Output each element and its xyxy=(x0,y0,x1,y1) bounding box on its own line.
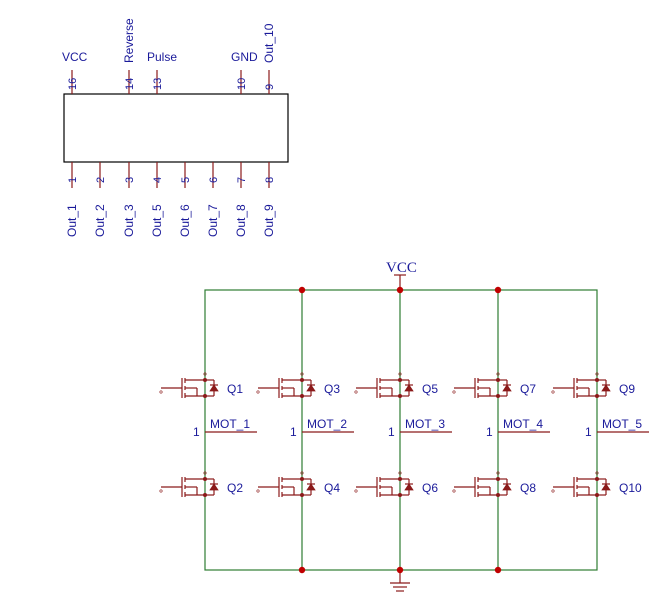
ic-pin-top[interactable]: 13 Pulse xyxy=(147,50,177,94)
mosfet-transistor[interactable]: Q6 xyxy=(354,471,439,497)
pin-number: 10 xyxy=(236,78,248,90)
junction-dot xyxy=(494,286,502,294)
motor-net-label: MOT_1 xyxy=(210,417,250,431)
transistor-label: Q6 xyxy=(422,481,438,495)
pin-number: 5 xyxy=(180,177,192,183)
pin-number: 9 xyxy=(264,84,276,90)
pin-name: Reverse xyxy=(122,18,136,63)
pin-number: 3 xyxy=(124,177,136,183)
transistor-label: Q5 xyxy=(422,382,438,396)
pin-name: VCC xyxy=(62,50,88,64)
mosfet-transistor[interactable]: Q3 xyxy=(256,372,341,398)
ic-pin-top[interactable]: 10 GND xyxy=(231,50,258,94)
mosfet-transistor[interactable]: Q7 xyxy=(452,372,537,398)
motor-net-label: MOT_2 xyxy=(307,417,347,431)
ic-pin-top[interactable]: 14 Reverse xyxy=(122,18,136,94)
pin-number: 13 xyxy=(152,78,164,90)
motor-pin-number: 1 xyxy=(290,425,297,439)
transistor-label: Q9 xyxy=(619,382,635,396)
mosfet-transistor[interactable]: Q8 xyxy=(452,471,537,497)
junction-dot xyxy=(494,566,502,574)
ic-pin-top[interactable]: 9 Out_10 xyxy=(262,23,276,94)
junction-dot xyxy=(298,566,306,574)
pin-name: Out_9 xyxy=(262,204,276,237)
mosfet-transistor[interactable]: Q9 xyxy=(551,372,636,398)
vcc-label: VCC xyxy=(386,260,417,276)
ic-body[interactable] xyxy=(63,93,289,163)
transistor-label: Q2 xyxy=(227,481,243,495)
pin-number: 6 xyxy=(208,177,220,183)
pin-name: Out_5 xyxy=(150,204,164,237)
pin-number: 7 xyxy=(236,177,248,183)
transistor-label: Q10 xyxy=(619,481,642,495)
ic-pin-top[interactable]: 16 VCC xyxy=(62,50,88,94)
motor-net-label: MOT_5 xyxy=(602,417,642,431)
junction-dot xyxy=(298,286,306,294)
pin-name: Out_10 xyxy=(262,23,276,63)
motor-net-label: MOT_3 xyxy=(405,417,445,431)
motor-pin-number: 1 xyxy=(388,425,395,439)
transistor-label: Q4 xyxy=(324,481,340,495)
motor-pin-number: 1 xyxy=(193,425,200,439)
mosfet-transistor[interactable]: Q2 xyxy=(159,471,244,497)
mosfet-transistor[interactable]: Q10 xyxy=(551,471,642,497)
pin-number: 14 xyxy=(124,78,136,90)
pin-name: Out_8 xyxy=(234,204,248,237)
pin-name: Pulse xyxy=(147,50,177,64)
transistor-label: Q7 xyxy=(520,382,536,396)
transistor-label: Q8 xyxy=(520,481,536,495)
motor-net-label: MOT_4 xyxy=(503,417,543,431)
mosfet-transistor[interactable]: Q4 xyxy=(256,471,341,497)
transistor-label: Q1 xyxy=(227,382,243,396)
motor-pin-number: 1 xyxy=(486,425,493,439)
pin-name: Out_1 xyxy=(65,204,79,237)
transistor-label: Q3 xyxy=(324,382,340,396)
pin-name: Out_6 xyxy=(178,204,192,237)
mosfet-transistor[interactable]: Q5 xyxy=(354,372,439,398)
pin-name: Out_2 xyxy=(93,204,107,237)
junction-dot xyxy=(396,286,404,294)
pin-name: GND xyxy=(231,50,258,64)
pin-number: 8 xyxy=(264,177,276,183)
pin-name: Out_7 xyxy=(206,204,220,237)
pin-name: Out_3 xyxy=(122,204,136,237)
pin-number: 1 xyxy=(67,177,79,183)
pin-number: 2 xyxy=(95,177,107,183)
motor-pin-number: 1 xyxy=(585,425,592,439)
pin-number: 4 xyxy=(152,177,164,183)
mosfet-transistor[interactable]: Q1 xyxy=(159,372,244,398)
pin-number: 16 xyxy=(67,78,79,90)
junction-dot xyxy=(396,566,404,574)
